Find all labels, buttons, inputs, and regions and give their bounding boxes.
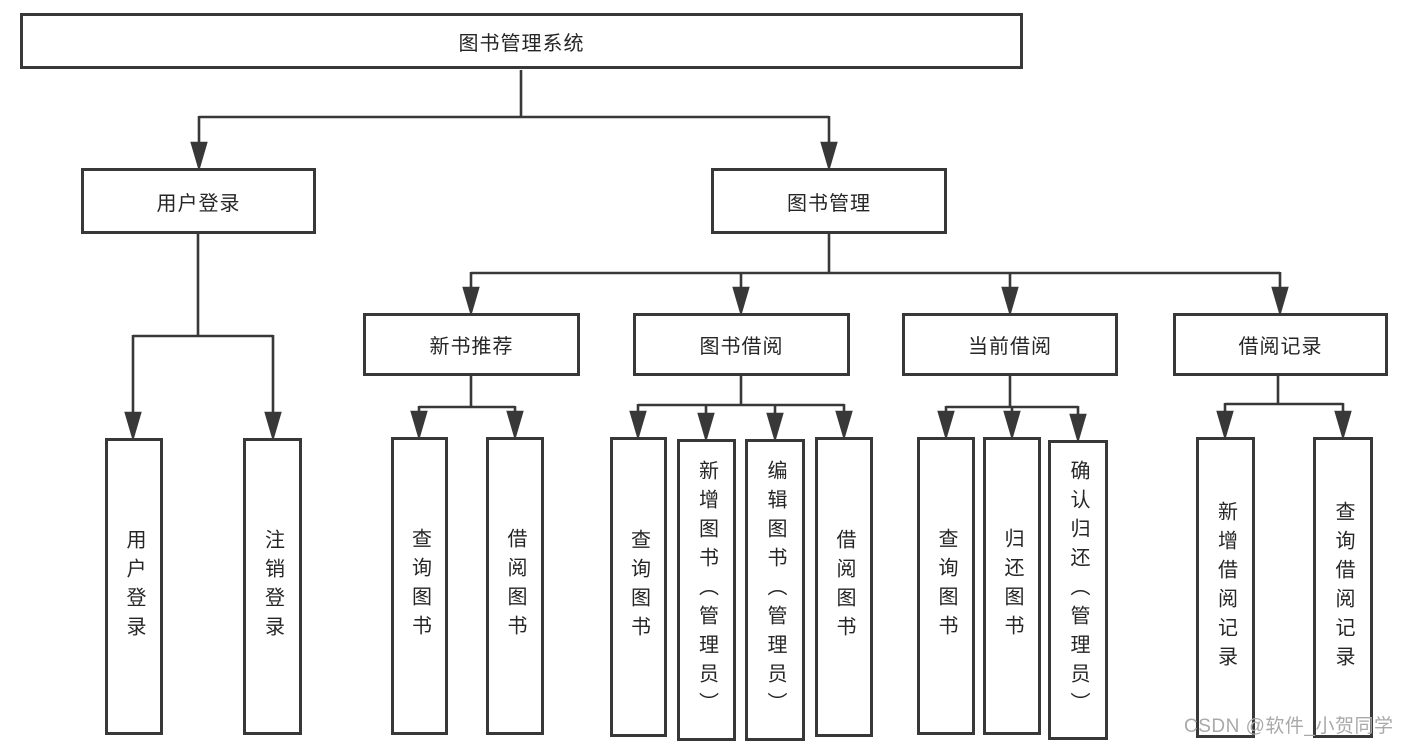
node-label: 图书借阅 <box>699 336 784 358</box>
node-label: 查询图书 <box>627 529 650 645</box>
node-label: 归还图书 <box>1001 528 1023 644</box>
leaf-query-borrow-record: 查询借阅记录 <box>1313 437 1373 738</box>
node-label: 新增图书（管理员） <box>695 459 718 721</box>
leaf-query-book-3: 查询图书 <box>917 437 975 735</box>
node-current-borrow: 当前借阅 <box>902 313 1118 376</box>
arrowhead <box>506 410 524 441</box>
arrowhead <box>1271 286 1289 317</box>
leaf-user-login: 用户登录 <box>105 438 163 735</box>
leaf-query-book-1: 查询图书 <box>391 437 448 735</box>
arrowhead <box>462 286 480 317</box>
node-label: 用户登录 <box>156 192 241 215</box>
arrowhead <box>124 411 142 442</box>
node-label: 用户登录 <box>123 528 145 645</box>
leaf-query-book-2: 查询图书 <box>610 437 667 737</box>
arrowhead <box>820 141 838 172</box>
node-root-system: 图书管理系统 <box>20 13 1023 69</box>
arrowhead <box>1334 410 1352 441</box>
arrowhead <box>1069 413 1087 444</box>
node-label: 图书管理系统 <box>458 32 585 55</box>
arrowhead <box>264 411 282 442</box>
arrowhead <box>1216 410 1234 441</box>
leaf-add-book-admin: 新增图书（管理员） <box>677 439 736 741</box>
node-borrow-record: 借阅记录 <box>1173 313 1388 376</box>
arrowhead <box>835 410 853 441</box>
node-book-management-branch: 图书管理 <box>711 168 947 234</box>
node-label: 查询图书 <box>935 528 957 644</box>
node-label: 图书管理 <box>787 192 871 215</box>
node-label: 借阅记录 <box>1238 336 1323 358</box>
csdn-watermark: CSDN @软件_小贺同学 <box>1184 716 1394 737</box>
node-new-book-recommend: 新书推荐 <box>363 313 580 376</box>
arrowhead <box>766 412 784 443</box>
node-label: 当前借阅 <box>968 336 1052 358</box>
arrowhead <box>629 410 647 441</box>
arrowhead <box>697 412 715 443</box>
node-label: 借阅图书 <box>504 528 526 644</box>
node-label: 新增借阅记录 <box>1214 500 1237 675</box>
node-user-login-branch: 用户登录 <box>81 168 316 234</box>
node-book-borrow: 图书借阅 <box>633 313 850 376</box>
arrowhead <box>1003 410 1021 441</box>
arrowhead <box>937 410 955 441</box>
node-label: 注销登录 <box>261 528 284 645</box>
node-label: 新书推荐 <box>429 336 514 358</box>
leaf-confirm-return-admin: 确认归还（管理员） <box>1048 440 1108 740</box>
node-label: 查询图书 <box>408 528 431 644</box>
node-label: 编辑图书（管理员） <box>764 459 786 721</box>
leaf-add-borrow-record: 新增借阅记录 <box>1196 437 1255 738</box>
leaf-logout: 注销登录 <box>243 438 302 735</box>
leaf-borrow-book-2: 借阅图书 <box>815 437 873 737</box>
arrowhead <box>410 410 428 441</box>
leaf-borrow-book-1: 借阅图书 <box>486 437 544 735</box>
leaf-edit-book-admin: 编辑图书（管理员） <box>745 439 805 741</box>
node-label: 借阅图书 <box>833 529 855 645</box>
node-label: 确认归还（管理员） <box>1067 459 1089 721</box>
leaf-return-book: 归还图书 <box>983 437 1041 735</box>
arrowhead <box>732 286 750 317</box>
arrowhead <box>1001 286 1019 317</box>
node-label: 查询借阅记录 <box>1332 500 1354 675</box>
arrowhead <box>190 141 208 172</box>
